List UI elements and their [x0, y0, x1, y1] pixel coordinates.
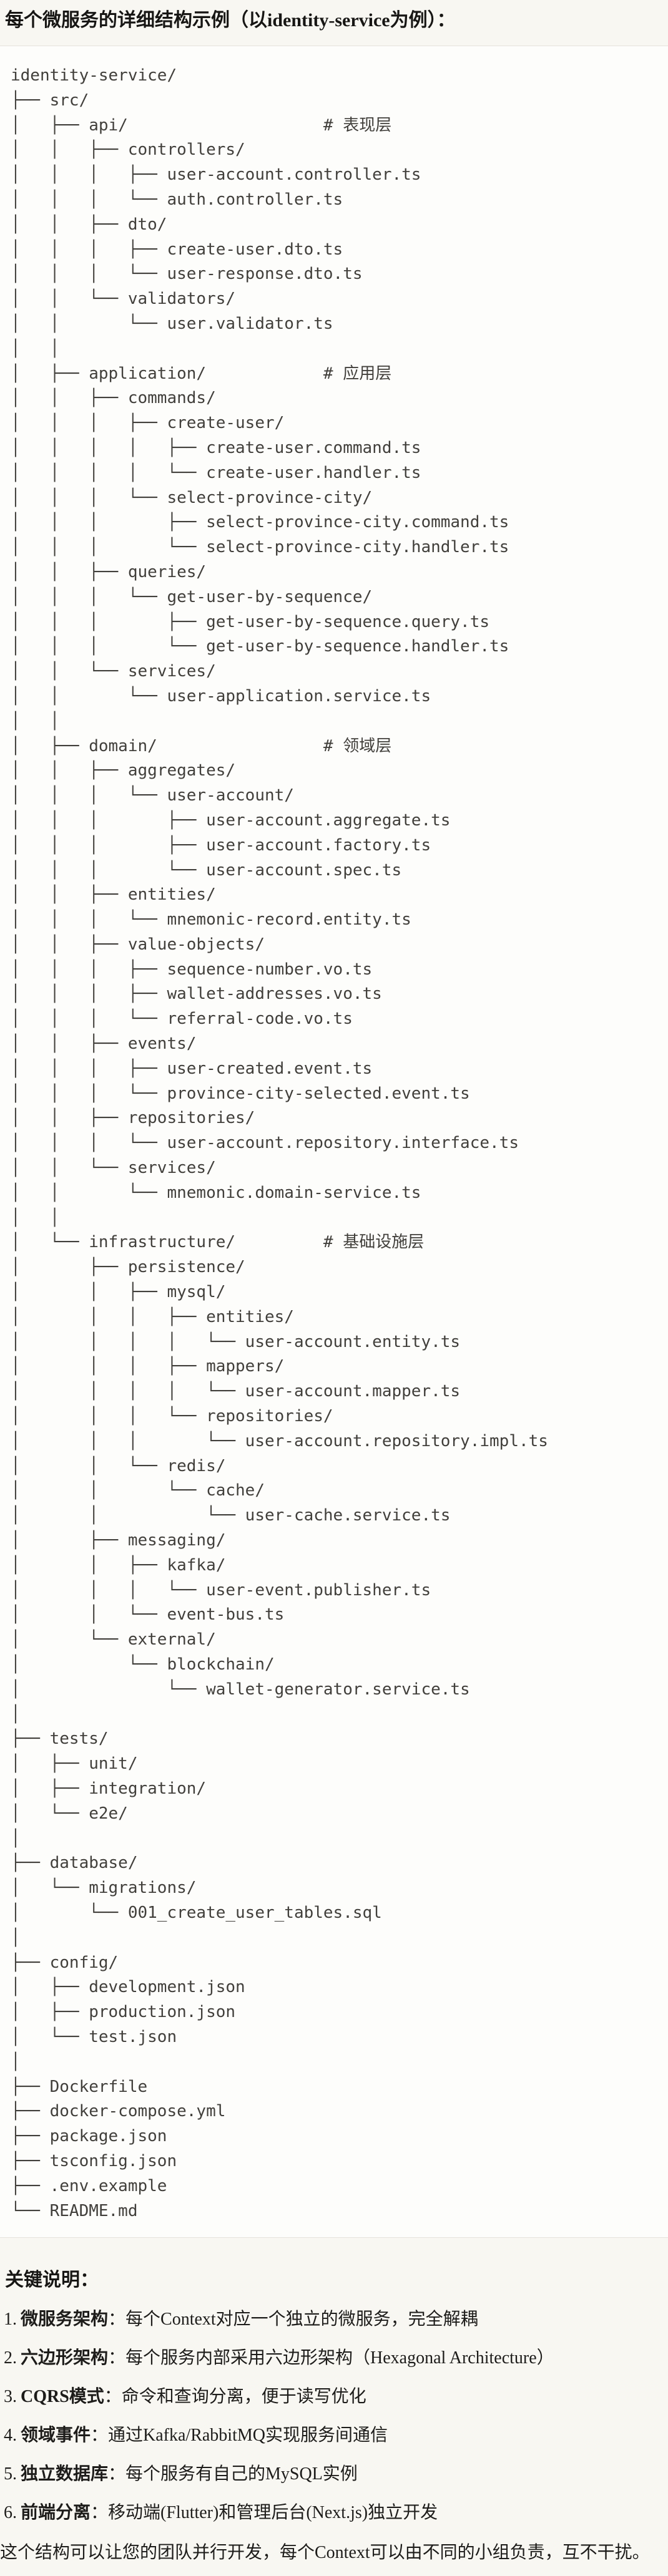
note-label: 领域事件 — [21, 2426, 91, 2446]
note-item: 6.前端分离：移动端(Flutter)和管理后台(Next.js)独立开发 — [4, 2500, 668, 2526]
note-text: ：命令和查询分离，便于读写优化 — [104, 2387, 366, 2407]
note-number: 3. — [4, 2387, 17, 2407]
note-label: 六边形架构 — [21, 2348, 109, 2368]
closing-paragraph: 这个结构可以让您的团队并行开发，每个Context可以由不同的小组负责，互不干扰… — [0, 2543, 650, 2563]
note-number: 6. — [4, 2503, 17, 2523]
notes-list: 1.微服务架构：每个Context对应一个独立的微服务，完全解耦 2.六边形架构… — [0, 2306, 668, 2526]
directory-tree: identity-service/ ├── src/ │ ├── api/ # … — [11, 66, 548, 2220]
note-number: 5. — [4, 2464, 17, 2484]
notes-heading: 关键说明： — [5, 2270, 99, 2291]
note-label: 微服务架构 — [21, 2310, 109, 2330]
note-text: ：每个Context对应一个独立的微服务，完全解耦 — [108, 2310, 478, 2330]
note-item: 1.微服务架构：每个Context对应一个独立的微服务，完全解耦 — [4, 2306, 668, 2333]
note-number: 4. — [4, 2426, 17, 2446]
note-label: 前端分离 — [21, 2503, 91, 2523]
note-label: CQRS模式 — [21, 2387, 104, 2407]
note-item: 5.独立数据库：每个服务有自己的MySQL实例 — [4, 2461, 668, 2487]
note-text: ：通过Kafka/RabbitMQ实现服务间通信 — [91, 2426, 388, 2446]
page-title: 每个微服务的详细结构示例（以identity-service为例）： — [5, 10, 456, 31]
code-block: identity-service/ ├── src/ │ ├── api/ # … — [0, 46, 668, 2238]
note-item: 3.CQRS模式：命令和查询分离，便于读写优化 — [4, 2384, 668, 2410]
note-item: 2.六边形架构：每个服务内部采用六边形架构（Hexagonal Architec… — [4, 2345, 668, 2371]
note-text: ：每个服务有自己的MySQL实例 — [108, 2464, 358, 2484]
note-item: 4.领域事件：通过Kafka/RabbitMQ实现服务间通信 — [4, 2423, 668, 2449]
note-number: 1. — [4, 2310, 17, 2330]
note-label: 独立数据库 — [21, 2464, 109, 2484]
note-text: ：移动端(Flutter)和管理后台(Next.js)独立开发 — [91, 2503, 438, 2523]
note-number: 2. — [4, 2348, 17, 2368]
note-text: ：每个服务内部采用六边形架构（Hexagonal Architecture） — [108, 2348, 554, 2368]
